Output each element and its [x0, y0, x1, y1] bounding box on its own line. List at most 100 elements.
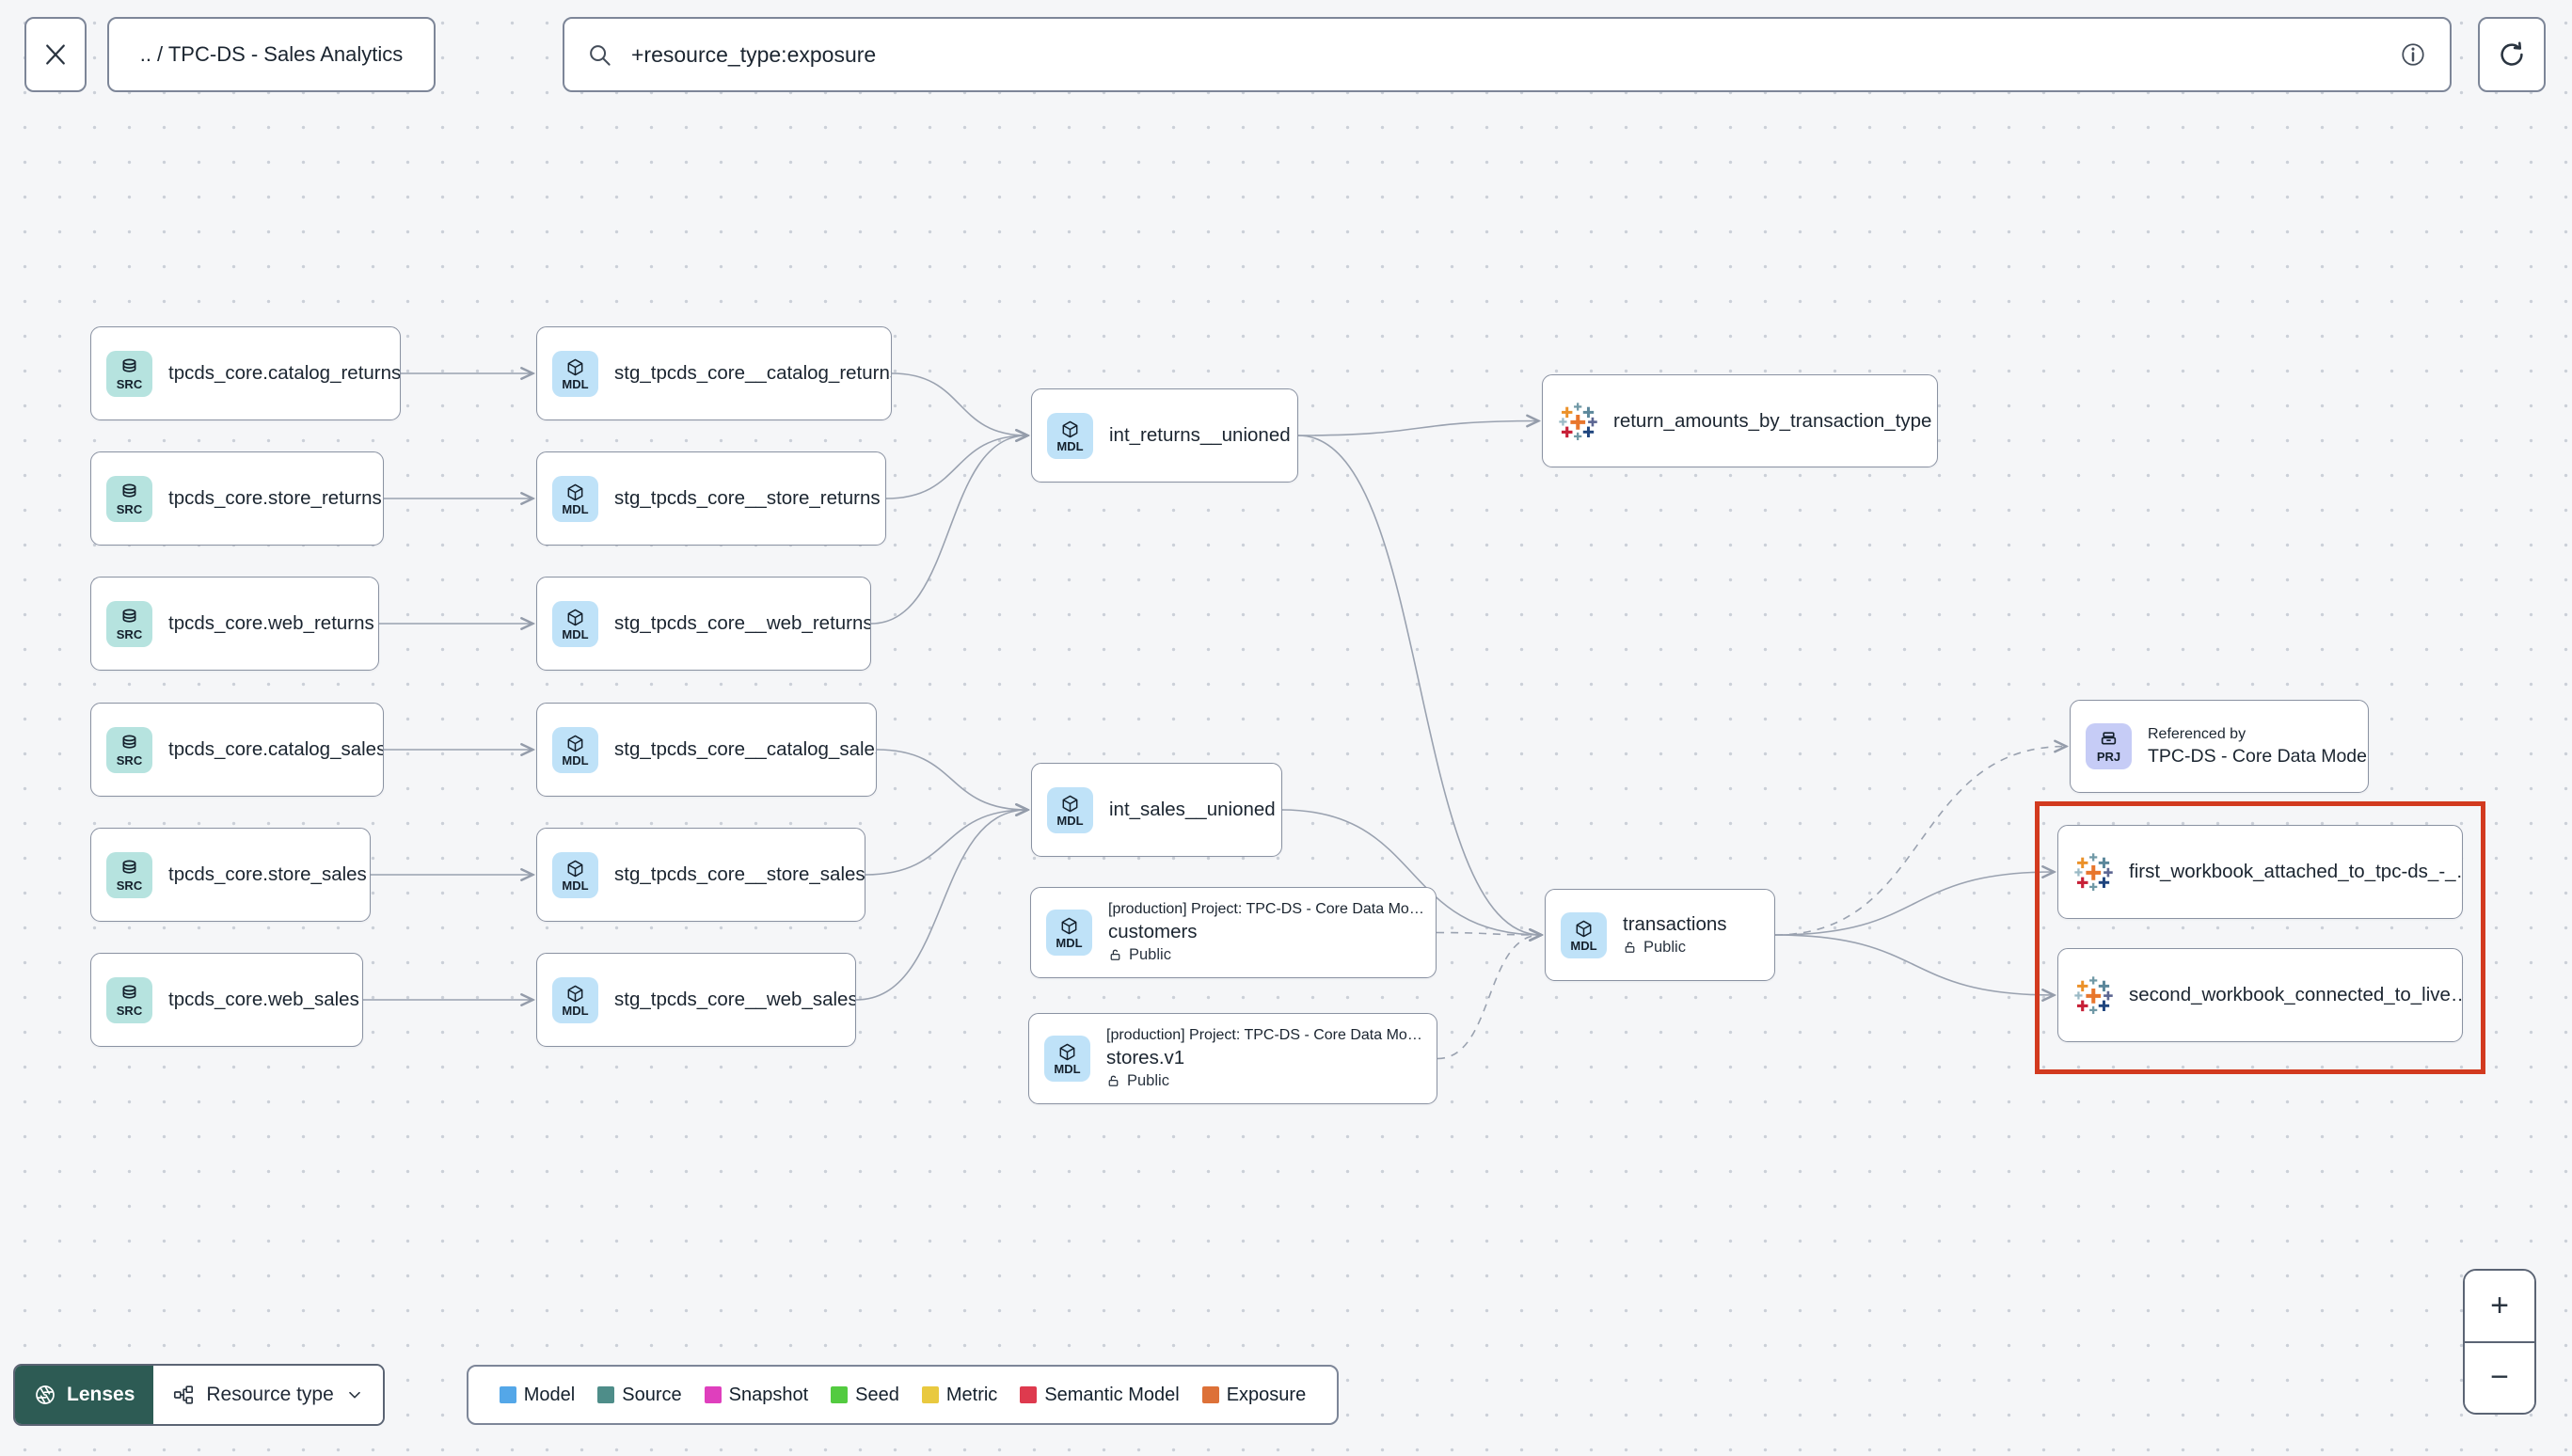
lens-control: Lenses Resource type [13, 1364, 385, 1426]
cube-icon [1059, 1043, 1075, 1061]
node-label: tpcds_core.web_returns [168, 612, 374, 634]
node-label: int_returns__unioned [1109, 424, 1291, 446]
access-row: Public [1623, 939, 1727, 957]
node-first-workbook-exposure[interactable]: first_workbook_attached_to_tpc-ds_-_… [2057, 825, 2463, 919]
node-tpcds-core-catalog-returns[interactable]: SRC tpcds_core.catalog_returns [90, 326, 401, 420]
model-badge: MDL [1046, 910, 1092, 956]
semantic-model-swatch [1020, 1386, 1038, 1403]
node-stg-web-sales[interactable]: MDL stg_tpcds_core__web_sales [536, 953, 856, 1047]
zoom-in-button[interactable]: + [2465, 1271, 2534, 1341]
database-icon [122, 985, 136, 999]
breadcrumb-label: .. / TPC-DS - Sales Analytics [139, 42, 404, 66]
model-swatch [499, 1386, 516, 1403]
node-second-workbook-exposure[interactable]: second_workbook_connected_to_live… [2057, 948, 2463, 1042]
breadcrumb[interactable]: .. / TPC-DS - Sales Analytics [107, 17, 436, 92]
database-icon [122, 609, 136, 623]
source-badge: SRC [106, 851, 152, 898]
database-icon [122, 483, 136, 498]
legend-item-seed: Seed [831, 1385, 899, 1406]
search-icon [590, 44, 611, 66]
node-stg-catalog-returns[interactable]: MDL stg_tpcds_core__catalog_returns [536, 326, 892, 420]
aperture-icon [36, 1385, 55, 1404]
seed-swatch [831, 1386, 849, 1403]
cube-icon [1061, 917, 1077, 935]
legend-item-source: Source [597, 1385, 682, 1406]
node-label: stg_tpcds_core__web_sales [614, 989, 856, 1010]
project-badge: PRJ [2086, 723, 2132, 769]
cube-icon [1062, 795, 1078, 812]
close-button[interactable] [24, 17, 87, 92]
open-lock-icon [1110, 949, 1120, 960]
open-lock-icon [1625, 942, 1635, 953]
cube-icon [567, 985, 583, 1002]
source-badge: SRC [106, 350, 152, 397]
node-customers[interactable]: MDL [production] Project: TPC-DS - Core … [1030, 887, 1437, 978]
node-transactions[interactable]: MDL transactions Public [1545, 889, 1775, 981]
access-row: Public [1108, 946, 1421, 964]
info-icon[interactable] [2399, 40, 2427, 69]
node-label: stg_tpcds_core__catalog_sales [614, 738, 877, 760]
refresh-button[interactable] [2478, 17, 2546, 92]
node-tpcds-core-store-returns[interactable]: SRC tpcds_core.store_returns [90, 451, 384, 546]
node-label: second_workbook_connected_to_live… [2129, 984, 2463, 1005]
node-int-sales-unioned[interactable]: MDL int_sales__unioned [1031, 763, 1282, 857]
node-stg-store-returns[interactable]: MDL stg_tpcds_core__store_returns [536, 451, 886, 546]
node-project-header: [production] Project: TPC-DS - Core Data… [1108, 901, 1424, 917]
node-tpcds-core-catalog-sales[interactable]: SRC tpcds_core.catalog_sales [90, 703, 384, 797]
cube-icon [567, 609, 583, 625]
lenses-button[interactable]: Lenses [15, 1366, 154, 1424]
node-label: tpcds_core.store_returns [168, 487, 382, 509]
node-tpcds-core-store-sales[interactable]: SRC tpcds_core.store_sales [90, 828, 371, 922]
exposure-swatch [1201, 1386, 1219, 1403]
node-stg-store-sales[interactable]: MDL stg_tpcds_core__store_sales [536, 828, 865, 922]
lenses-label: Lenses [67, 1384, 135, 1405]
model-badge: MDL [552, 976, 598, 1023]
node-label: stores.v1 [1106, 1047, 1185, 1068]
legend-item-exposure: Exposure [1201, 1385, 1306, 1406]
legend-item-model: Model [499, 1385, 575, 1406]
node-stg-web-returns[interactable]: MDL stg_tpcds_core__web_returns [536, 577, 871, 671]
resource-type-legend: Model Source Snapshot Seed Metric Semant… [467, 1365, 1339, 1425]
node-tpcds-core-web-returns[interactable]: SRC tpcds_core.web_returns [90, 577, 379, 671]
metric-swatch [921, 1386, 939, 1403]
tableau-icon [2074, 976, 2113, 1015]
cube-icon [1062, 420, 1078, 437]
resource-type-dropdown[interactable]: Resource type [153, 1366, 383, 1424]
zoom-out-button[interactable]: − [2465, 1340, 2534, 1413]
tableau-icon [2074, 853, 2113, 892]
open-lock-icon [1108, 1075, 1119, 1086]
node-label: stg_tpcds_core__store_sales [614, 863, 865, 885]
node-referenced-by-project[interactable]: PRJ Referenced by TPC-DS - Core Data Mod… [2070, 700, 2369, 793]
resource-type-icon [174, 1385, 194, 1404]
model-badge: MDL [1044, 1036, 1090, 1082]
node-label: customers [1108, 921, 1198, 942]
resource-type-label: Resource type [206, 1384, 334, 1405]
legend-item-snapshot: Snapshot [704, 1385, 808, 1406]
access-row: Public [1106, 1072, 1421, 1090]
node-project-header: [production] Project: TPC-DS - Core Data… [1106, 1027, 1422, 1043]
node-label: stg_tpcds_core__web_returns [614, 612, 871, 634]
node-stores-v1[interactable]: MDL [production] Project: TPC-DS - Core … [1028, 1013, 1437, 1104]
node-return-amounts-exposure[interactable]: return_amounts_by_transaction_type [1542, 374, 1938, 467]
node-int-returns-unioned[interactable]: MDL int_returns__unioned [1031, 388, 1298, 483]
model-badge: MDL [552, 600, 598, 647]
search-input[interactable] [629, 40, 2382, 69]
model-badge: MDL [1047, 412, 1093, 459]
node-stg-catalog-sales[interactable]: MDL stg_tpcds_core__catalog_sales [536, 703, 877, 797]
legend-item-semantic-model: Semantic Model [1020, 1385, 1180, 1406]
node-tpcds-core-web-sales[interactable]: SRC tpcds_core.web_sales [90, 953, 363, 1047]
tableau-icon [1559, 402, 1597, 440]
node-label: tpcds_core.web_sales [168, 989, 359, 1010]
archive-icon [2101, 732, 2117, 745]
database-icon [122, 735, 136, 749]
source-badge: SRC [106, 600, 152, 647]
cube-icon [567, 483, 583, 500]
model-badge: MDL [1047, 786, 1093, 833]
node-label: stg_tpcds_core__catalog_returns [614, 362, 892, 384]
close-icon [46, 44, 65, 65]
search-bar[interactable] [563, 17, 2452, 92]
zoom-control: + − [2463, 1269, 2536, 1415]
